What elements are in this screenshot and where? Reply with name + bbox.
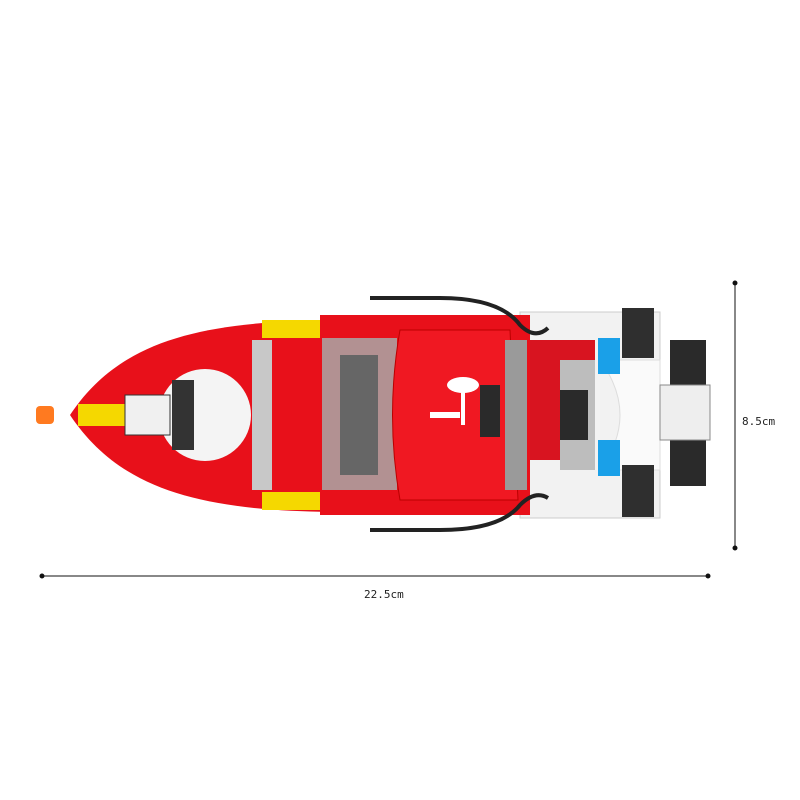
stern-block-top (622, 308, 654, 358)
cabin-block (480, 385, 500, 437)
engine-mount (659, 384, 711, 441)
hose-top (370, 296, 550, 336)
engine-bottom (670, 440, 706, 486)
cannon-mount (124, 394, 171, 436)
engine-top (670, 340, 706, 390)
radar-mast (461, 385, 465, 425)
seat (560, 390, 588, 440)
blue-light-bottom (598, 440, 620, 476)
length-dimension-line (39, 573, 711, 579)
blue-light-top (598, 338, 620, 374)
bow-trim (252, 340, 272, 490)
width-dimension-line (732, 280, 738, 551)
cannon-tip (36, 406, 54, 424)
width-label: 8.5cm (742, 415, 776, 428)
length-label: 22.5cm (364, 588, 404, 601)
cabin-side-panel (505, 340, 527, 490)
canopy-inner (340, 355, 378, 475)
cannon-handle (172, 380, 194, 450)
stern-block-bottom (622, 465, 654, 517)
hose-bottom (370, 493, 550, 532)
radar-base (430, 412, 460, 418)
